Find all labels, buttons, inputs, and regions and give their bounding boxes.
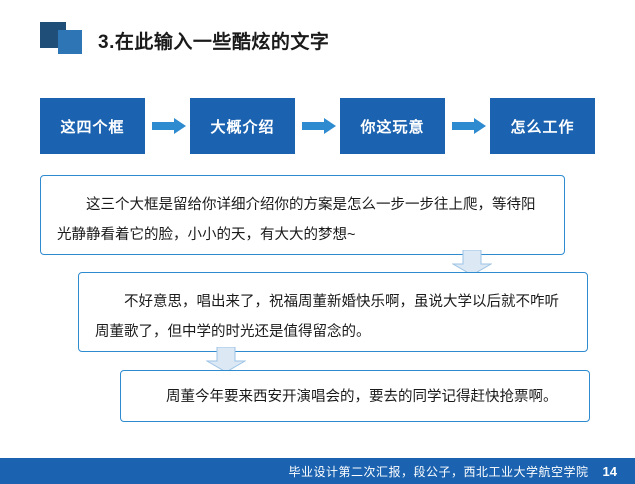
content-box-1: 这三个大框是留给你详细介绍你的方案是怎么一步一步往上爬，等待阳光静静看着它的脸，…	[40, 175, 565, 255]
logo-square-mid	[58, 30, 82, 54]
arrow-right-icon-2	[302, 118, 338, 134]
process-box-3[interactable]: 你这玩意	[340, 98, 445, 154]
content-box-1-text: 这三个大框是留给你详细介绍你的方案是怎么一步一步往上爬，等待阳光静静看着它的脸，…	[57, 197, 536, 243]
arrow-down-icon-2	[206, 347, 246, 373]
arrow-right-icon-3	[452, 118, 488, 134]
logo-squares-icon	[40, 22, 86, 58]
arrow-right-icon-1	[152, 118, 188, 134]
slide-footer: 毕业设计第二次汇报，段公子，西北工业大学航空学院 14	[0, 458, 635, 484]
page-number: 14	[602, 463, 617, 479]
content-box-3-text: 周董今年要来西安开演唱会的，要去的同学记得赶快抢票啊。	[166, 389, 558, 405]
process-box-2[interactable]: 大概介绍	[190, 98, 295, 154]
footer-caption: 毕业设计第二次汇报，段公子，西北工业大学航空学院	[288, 464, 589, 479]
arrow-down-icon-1	[452, 250, 492, 276]
process-box-4[interactable]: 怎么工作	[490, 98, 595, 154]
content-box-2: 不好意思，唱出来了，祝福周董新婚快乐啊，虽说大学以后就不咋听周董歌了，但中学的时…	[78, 272, 588, 352]
page-title: 3.在此输入一些酷炫的文字	[98, 31, 330, 53]
process-flow-row: 这四个框 大概介绍 你这玩意 怎么工作	[40, 98, 595, 154]
process-box-1[interactable]: 这四个框	[40, 98, 145, 154]
slide-title-row: 3.在此输入一些酷炫的文字	[40, 22, 329, 58]
content-box-3: 周董今年要来西安开演唱会的，要去的同学记得赶快抢票啊。	[120, 370, 590, 422]
content-box-2-text: 不好意思，唱出来了，祝福周董新婚快乐啊，虽说大学以后就不咋听周董歌了，但中学的时…	[95, 294, 559, 340]
